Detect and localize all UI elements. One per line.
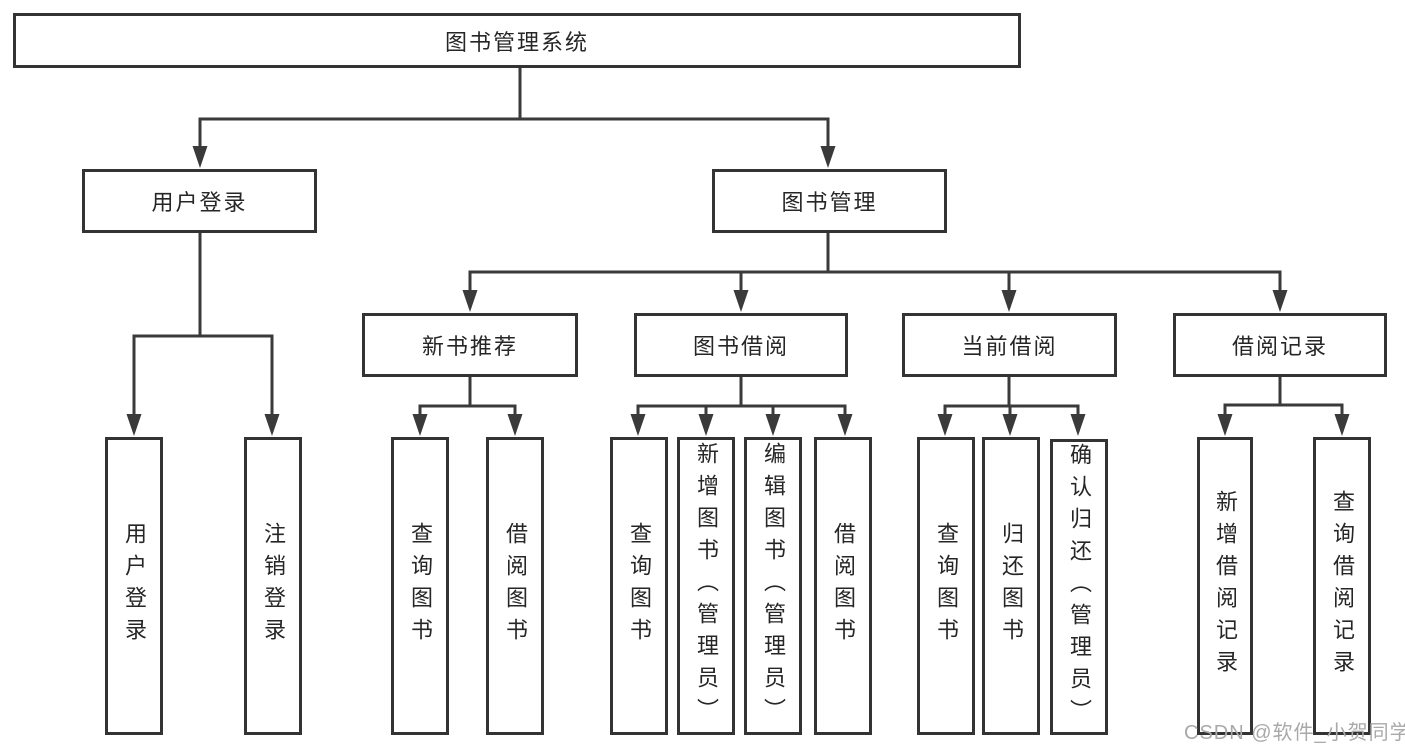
watermark: CSDN @软件_小贺同学: [1184, 722, 1405, 744]
node-book-management: 图书管理: [712, 169, 947, 233]
leaf-logout-label: 注销登录: [261, 522, 286, 650]
node-borrow-records: 借阅记录: [1173, 313, 1387, 377]
arrow-down-icon: [1002, 414, 1018, 436]
leaf-add-borrow-record: 新增借阅记录: [1197, 437, 1253, 735]
arrow-down-icon: [1334, 414, 1350, 436]
leaf-add-borrow-record-label: 新增借阅记录: [1213, 490, 1238, 682]
leaf-query-books-2: 查询图书: [610, 437, 668, 735]
leaf-edit-books-admin-label: 编辑图书（管理员）: [761, 442, 786, 730]
leaf-borrow-books-1: 借阅图书: [486, 437, 544, 735]
arrow-down-icon: [1272, 290, 1288, 312]
leaf-edit-books-admin: 编辑图书（管理员）: [744, 437, 802, 735]
node-user-login-label: 用户登录: [151, 190, 248, 215]
arrow-down-icon: [820, 146, 836, 168]
node-book-management-label: 图书管理: [781, 190, 878, 215]
leaf-user-login-label: 用户登录: [122, 522, 147, 650]
leaf-borrow-books-2-label: 借阅图书: [831, 522, 856, 650]
arrow-down-icon: [126, 414, 142, 436]
leaf-query-borrow-record: 查询借阅记录: [1313, 437, 1371, 735]
arrow-down-icon: [733, 290, 749, 312]
arrowhead-icons: [126, 146, 1350, 436]
leaf-return-books-label: 归还图书: [999, 522, 1024, 650]
node-root-system: 图书管理系统: [13, 13, 1021, 68]
leaf-borrow-books-2: 借阅图书: [814, 437, 872, 735]
leaf-query-borrow-record-label: 查询借阅记录: [1330, 490, 1355, 682]
leaf-query-books-3-label: 查询图书: [934, 522, 959, 650]
arrow-down-icon: [264, 414, 280, 436]
arrow-down-icon: [765, 414, 781, 436]
arrow-down-icon: [1001, 290, 1017, 312]
leaf-query-books-3: 查询图书: [917, 437, 975, 735]
node-new-book-recommend: 新书推荐: [362, 313, 578, 377]
node-book-borrow: 图书借阅: [634, 313, 848, 377]
arrow-down-icon: [698, 414, 714, 436]
arrow-down-icon: [462, 290, 478, 312]
leaf-user-login: 用户登录: [105, 437, 163, 735]
leaf-return-books: 归还图书: [982, 437, 1040, 735]
arrow-down-icon: [192, 146, 208, 168]
arrow-down-icon: [412, 414, 428, 436]
arrow-down-icon: [1070, 414, 1086, 436]
arrow-down-icon: [630, 414, 646, 436]
node-user-login: 用户登录: [82, 169, 317, 233]
arrow-down-icon: [1217, 414, 1233, 436]
leaf-add-books-admin: 新增图书（管理员）: [677, 437, 735, 735]
leaf-add-books-admin-label: 新增图书（管理员）: [694, 442, 719, 730]
arrow-down-icon: [837, 414, 853, 436]
leaf-logout: 注销登录: [244, 437, 302, 735]
node-book-borrow-label: 图书借阅: [692, 334, 789, 359]
leaf-borrow-books-1-label: 借阅图书: [503, 522, 528, 650]
arrow-down-icon: [937, 414, 953, 436]
arrow-down-icon: [507, 414, 523, 436]
node-borrow-records-label: 借阅记录: [1231, 334, 1328, 359]
node-current-borrow-label: 当前借阅: [961, 334, 1058, 359]
node-new-book-recommend-label: 新书推荐: [421, 334, 518, 359]
node-root-label: 图书管理系统: [444, 29, 589, 55]
leaf-confirm-return-admin: 确认归还（管理员）: [1050, 439, 1108, 735]
leaf-confirm-return-admin-label: 确认归还（管理员）: [1067, 443, 1092, 731]
leaf-query-books-2-label: 查询图书: [627, 522, 652, 650]
leaf-query-books-1: 查询图书: [391, 437, 449, 735]
node-current-borrow: 当前借阅: [902, 313, 1117, 377]
leaf-query-books-1-label: 查询图书: [408, 522, 433, 650]
